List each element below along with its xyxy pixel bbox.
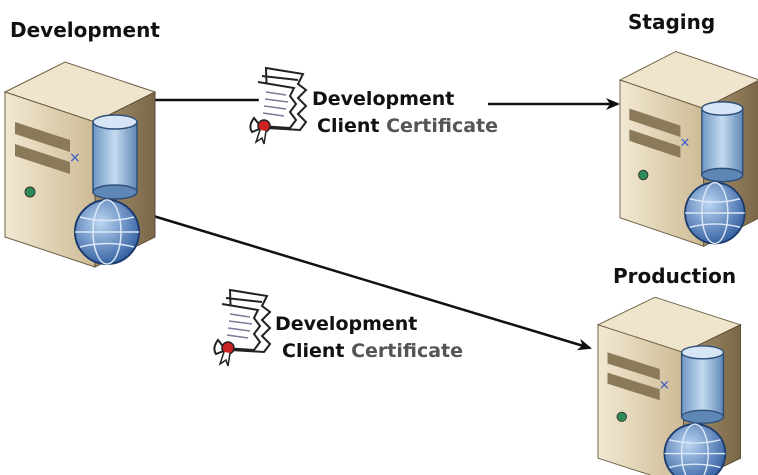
certificate-icon-bottom <box>213 289 271 367</box>
production-server-label: Production <box>613 264 737 288</box>
staging-server-icon <box>619 50 758 248</box>
certificate-line2-certificate: Certificate <box>351 340 464 362</box>
certificate-line2-client: Client <box>317 115 380 137</box>
arrow-to-production <box>149 213 592 351</box>
development-server-label: Development <box>10 18 160 42</box>
certificate-line2-certificate: Certificate <box>386 115 499 137</box>
certificate-caption-top: Development Client Certificate <box>312 86 498 140</box>
certificate-caption-bottom: Development Client Certificate <box>275 311 463 365</box>
production-server-icon <box>597 296 742 475</box>
certificate-line1: Development <box>312 88 455 110</box>
development-server-icon <box>4 61 156 268</box>
certificate-line2-client: Client <box>282 340 345 362</box>
staging-server-label: Staging <box>628 10 716 34</box>
certificate-line1: Development <box>275 313 418 335</box>
certificate-icon-top <box>249 67 307 145</box>
